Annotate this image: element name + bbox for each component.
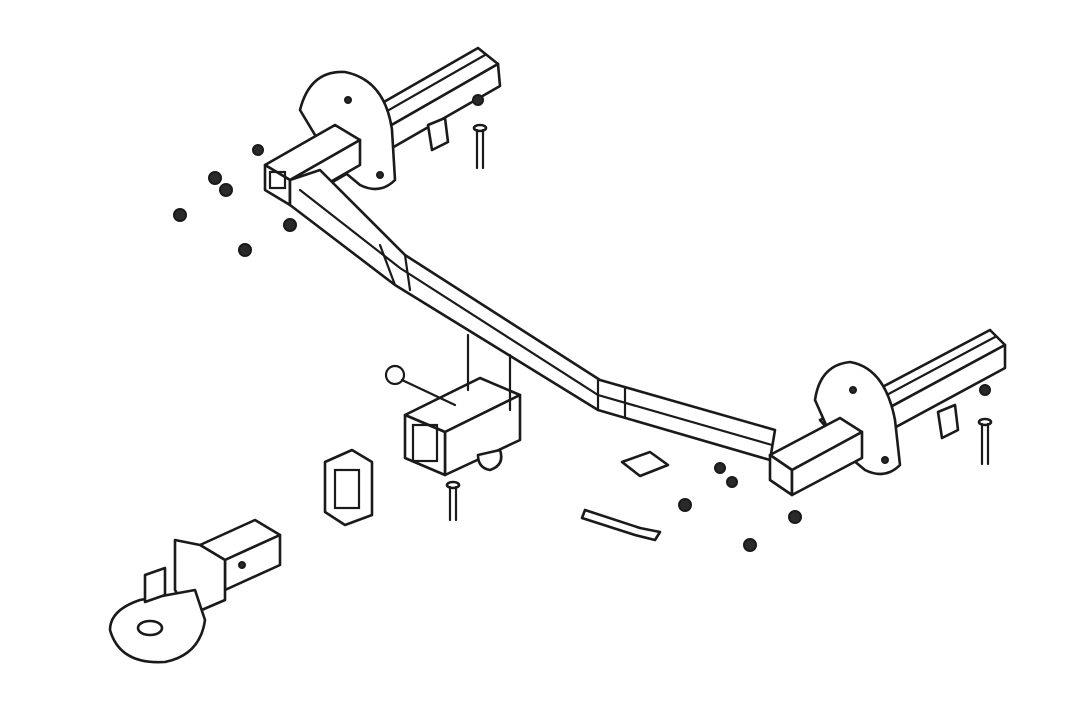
right-bolt (977, 417, 993, 466)
nut (788, 510, 802, 524)
nut (219, 183, 233, 197)
safety-clip (580, 508, 662, 542)
nut (283, 218, 297, 232)
nut (173, 208, 187, 222)
receiver-tube (403, 333, 522, 477)
nut (714, 462, 726, 474)
ball-mount (108, 518, 282, 664)
left-backing-plate (426, 116, 450, 152)
nut (208, 171, 222, 185)
right-tube-end (768, 416, 864, 497)
nut (979, 384, 991, 396)
nut (238, 243, 252, 257)
hitch-pin (384, 364, 457, 407)
receiver-bolt (445, 480, 461, 522)
right-backing-plate (936, 403, 960, 440)
receiver-cover (323, 448, 374, 527)
nut (472, 94, 484, 106)
nut (743, 538, 757, 552)
nut (726, 476, 738, 488)
nut (252, 144, 264, 156)
nut (678, 498, 692, 512)
left-bolt (472, 123, 488, 170)
left-mounting-plate (298, 70, 397, 191)
spacer-plate (620, 450, 670, 478)
cross-beam (288, 168, 777, 462)
